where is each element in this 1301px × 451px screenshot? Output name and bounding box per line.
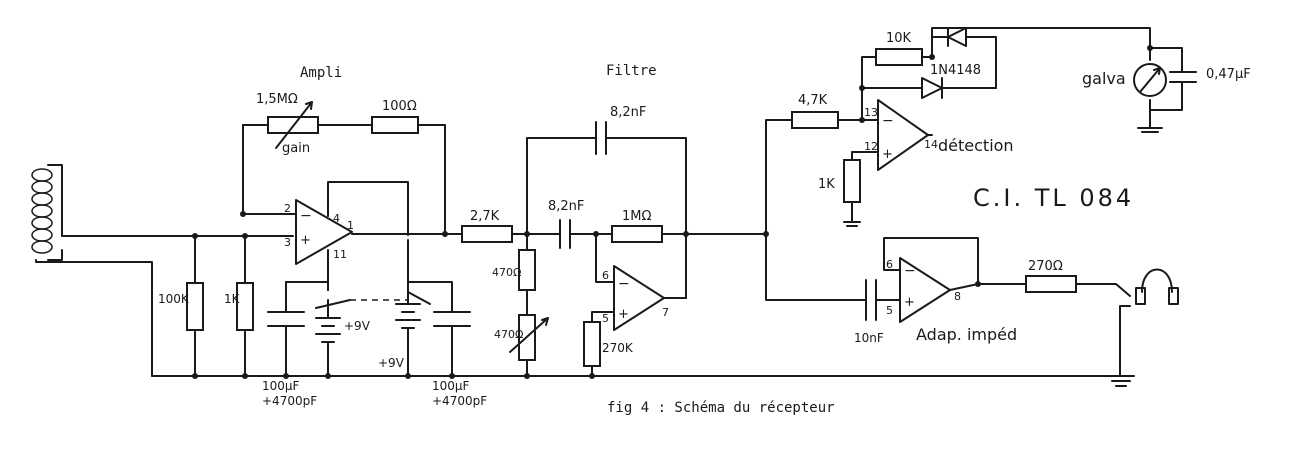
pin-buffer-plus: 5	[886, 304, 893, 317]
label-battery-b: +9V	[378, 356, 405, 370]
pin-ampli-vcc: 4	[333, 212, 340, 225]
input-resistors	[186, 233, 254, 379]
resistor-4k7	[791, 111, 839, 129]
headphones-icon	[1135, 268, 1179, 305]
label-c-100uf-b-extra: +4700pF	[432, 394, 487, 408]
resistor-270k	[583, 321, 601, 367]
pin-ampli-minus: 2	[284, 202, 291, 215]
detection-opamp	[877, 99, 929, 171]
label-c-8n2: 8,2nF	[548, 199, 584, 214]
resistor-270	[1025, 275, 1077, 293]
resistor-100-feedback	[371, 116, 419, 134]
sign-buffer-minus: −	[904, 263, 916, 279]
label-adap-imped: Adap. impéd	[916, 325, 1017, 344]
gain-arrow	[275, 101, 313, 149]
filter-opamp	[613, 265, 665, 331]
pin-ampli-vee: 11	[333, 248, 347, 261]
label-r-1k-det: 1K	[818, 177, 835, 192]
sign-filter-minus: −	[618, 276, 630, 292]
label-diode: 1N4148	[930, 63, 981, 78]
label-c-047: 0,47µF	[1206, 67, 1251, 82]
label-c-10n: 10nF	[854, 331, 884, 345]
sign-ampli-plus: +	[300, 233, 311, 248]
resistor-100k	[186, 282, 204, 331]
sign-detection-plus: +	[882, 147, 893, 162]
label-r-470: 470Ω	[492, 266, 521, 279]
resistor-1k-detection	[843, 159, 861, 203]
label-r-270k: 270K	[602, 341, 634, 355]
heading-ampli: Ampli	[300, 65, 342, 81]
label-r-4k7: 4,7K	[798, 93, 828, 108]
label-galva: galva	[1082, 69, 1126, 88]
chip-label: C.I. TL 084	[973, 184, 1134, 212]
impedance-adapter	[765, 233, 1179, 387]
pin-detection-minus: 13	[864, 106, 878, 119]
power-supply	[267, 281, 471, 379]
capacitor-8n2-top	[595, 121, 607, 155]
resistor-2k7	[461, 225, 513, 243]
sign-buffer-plus: +	[904, 295, 915, 310]
label-battery-a: +9V	[344, 319, 371, 333]
buffer-opamp	[899, 257, 951, 323]
label-c-8n2-top: 8,2nF	[610, 105, 646, 120]
capacitor-8n2	[559, 219, 571, 249]
resistor-10k	[875, 48, 923, 66]
battery-9v-right	[395, 289, 421, 377]
battery-9v-left	[315, 299, 341, 377]
pin-detection-out: 14	[924, 138, 938, 151]
diode-1n4148-top	[947, 27, 967, 47]
label-detection: détection	[938, 136, 1014, 155]
label-gain: gain	[282, 141, 310, 156]
sign-detection-minus: −	[882, 113, 894, 129]
label-r-1m: 1MΩ	[622, 209, 651, 224]
pin-filter-out: 7	[662, 306, 669, 319]
capacitor-047uf	[1169, 71, 1197, 83]
figure-caption: fig 4 : Schéma du récepteur	[607, 400, 835, 416]
label-r-270: 270Ω	[1028, 259, 1063, 274]
label-c-100uf-a-extra: +4700pF	[262, 394, 317, 408]
label-c-100uf-b: 100µF	[432, 379, 470, 393]
label-r-100: 100Ω	[382, 99, 417, 114]
label-r-100k: 100K	[158, 292, 190, 306]
pin-buffer-minus: 6	[886, 258, 893, 271]
sign-filter-plus: +	[618, 307, 629, 322]
detection-section	[765, 27, 1197, 235]
capacitor-10nf	[865, 279, 877, 321]
galvanometer	[1133, 63, 1167, 97]
resistor-1m	[611, 225, 663, 243]
pin-ampli-out: 1	[347, 219, 354, 232]
label-r-10k: 10K	[886, 31, 912, 46]
pin-filter-plus: 5	[602, 312, 609, 325]
pin-buffer-out: 8	[954, 290, 961, 303]
heading-filtre: Filtre	[606, 63, 657, 79]
resistor-1k-input	[236, 282, 254, 331]
label-r-1m5: 1,5MΩ	[256, 92, 298, 107]
label-pot-470: 470Ω	[494, 328, 523, 341]
capacitor-100uf-right	[433, 311, 471, 327]
sign-ampli-minus: −	[300, 208, 312, 224]
ampli-opamp	[240, 101, 463, 291]
label-c-100uf-a: 100µF	[262, 379, 300, 393]
pin-ampli-plus: 3	[284, 236, 291, 249]
filter-section	[461, 121, 769, 379]
pin-detection-plus: 12	[864, 140, 878, 153]
label-r-2k7: 2,7K	[470, 209, 500, 224]
pin-filter-minus: 6	[602, 269, 609, 282]
pickup-coil	[31, 164, 294, 377]
capacitor-100uf-left	[267, 311, 305, 327]
resistor-470	[518, 249, 536, 291]
diode-1n4148-bottom	[921, 77, 943, 99]
label-r-1k-input: 1K	[224, 292, 241, 306]
